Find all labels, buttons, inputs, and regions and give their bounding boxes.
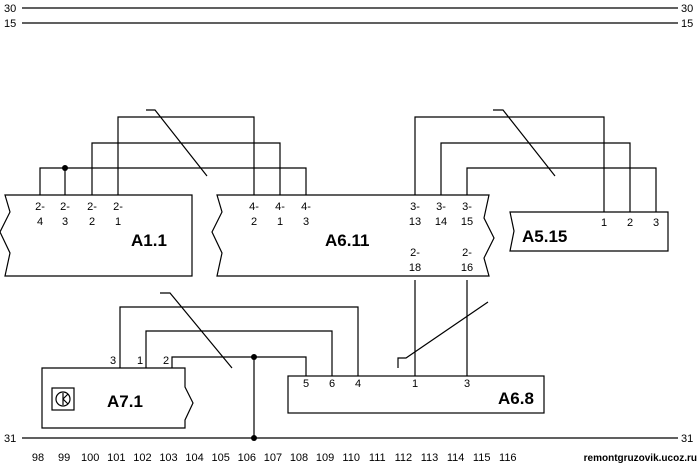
pin-label: 4- [301, 201, 311, 213]
column-number: 101 [107, 452, 125, 464]
column-number: 104 [185, 452, 203, 464]
pin-label: 2 [251, 216, 257, 228]
wire-bundle-a1-a611 [39, 109, 307, 195]
pin-label: 2- [87, 201, 97, 213]
rail-31-label-left: 31 [4, 433, 16, 445]
pin-label: 2- [60, 201, 70, 213]
pin-label: 16 [461, 262, 473, 274]
pin-label: 5 [303, 378, 309, 390]
block-a6-11: 4- 2 4- 1 4- 3 3- 13 3- 14 3- 15 2- 18 2… [211, 194, 495, 277]
wire-bundle-a71-a68 [119, 292, 359, 441]
block-name: A5.15 [522, 227, 567, 246]
rail-31-label-right: 31 [681, 433, 693, 445]
column-number: 106 [238, 452, 256, 464]
column-number: 98 [32, 452, 44, 464]
pin-label: 3 [303, 216, 309, 228]
column-number: 100 [81, 452, 99, 464]
block-name: A6.8 [498, 389, 534, 408]
pin-label: 3- [410, 201, 420, 213]
pin-label: 6 [329, 378, 335, 390]
pin-label: 1 [137, 355, 143, 367]
wire-bundle-a611-a515 [414, 109, 657, 212]
pin-label: 1 [601, 217, 607, 229]
pin-label: 14 [435, 216, 447, 228]
block-name: A6.11 [325, 231, 369, 250]
pin-label: 4 [355, 378, 361, 390]
sensor-symbol-icon [51, 387, 75, 411]
block-a5-15: 1 2 3 A5.15 [509, 211, 669, 252]
rail-30-label-right: 30 [681, 3, 693, 15]
column-number: 110 [342, 452, 360, 464]
pin-label: 3- [436, 201, 446, 213]
pin-label: 3 [464, 378, 470, 390]
block-name: A1.1 [131, 231, 167, 250]
column-number: 105 [212, 452, 230, 464]
column-number: 111 [369, 452, 386, 464]
pin-label: 1 [277, 216, 283, 228]
block-a7-1: 3 1 2 A7.1 [41, 355, 194, 429]
column-number: 103 [159, 452, 177, 464]
column-number: 114 [447, 452, 465, 464]
column-number: 112 [395, 452, 413, 464]
column-number: 116 [499, 452, 517, 464]
pin-label: 15 [461, 216, 473, 228]
pin-label: 2 [627, 217, 633, 229]
column-numbers: 98 99 100 101 102 103 104 105 106 107 108 109 110 111… [32, 452, 517, 464]
rail-15-label-right: 15 [681, 18, 693, 30]
pin-label: 2- [35, 201, 45, 213]
junction-dot [251, 435, 257, 441]
column-number: 108 [290, 452, 308, 464]
watermark: remontgruzovik.ucoz.ru [584, 453, 697, 464]
block-name: A7.1 [107, 392, 143, 411]
pin-label: 3- [462, 201, 472, 213]
pin-label: 2- [113, 201, 123, 213]
column-number: 109 [316, 452, 334, 464]
block-a1-1: 2- 4 2- 3 2- 2 2- 1 A1.1 [0, 194, 193, 277]
pin-label: 2 [89, 216, 95, 228]
rail-30: 30 30 [4, 3, 693, 15]
pin-label: 2 [163, 355, 169, 367]
column-number: 102 [133, 452, 151, 464]
rail-15-label-left: 15 [4, 18, 16, 30]
column-number: 113 [421, 452, 439, 464]
pin-label: 3 [653, 217, 659, 229]
pin-label: 2- [410, 247, 420, 259]
wire-bundle-a611-a68 [397, 280, 489, 376]
pin-label: 3 [110, 355, 116, 367]
pin-label: 3 [62, 216, 68, 228]
pin-label: 1 [412, 378, 418, 390]
junction-dot [251, 354, 257, 360]
block-a6-8: 5 6 4 1 3 A6.8 [287, 375, 545, 414]
pin-label: 4- [249, 201, 259, 213]
rail-15: 15 15 [4, 18, 693, 30]
pin-label: 13 [409, 216, 421, 228]
pin-label: 2- [462, 247, 472, 259]
pin-label: 1 [115, 216, 121, 228]
pin-label: 4- [275, 201, 285, 213]
pin-label: 18 [409, 262, 421, 274]
junction-dot [62, 165, 68, 171]
column-number: 115 [473, 452, 491, 464]
column-number: 99 [58, 452, 70, 464]
pin-label: 4 [37, 216, 43, 228]
column-number: 107 [264, 452, 282, 464]
rail-31: 31 31 [4, 433, 693, 445]
rail-30-label-left: 30 [4, 3, 16, 15]
